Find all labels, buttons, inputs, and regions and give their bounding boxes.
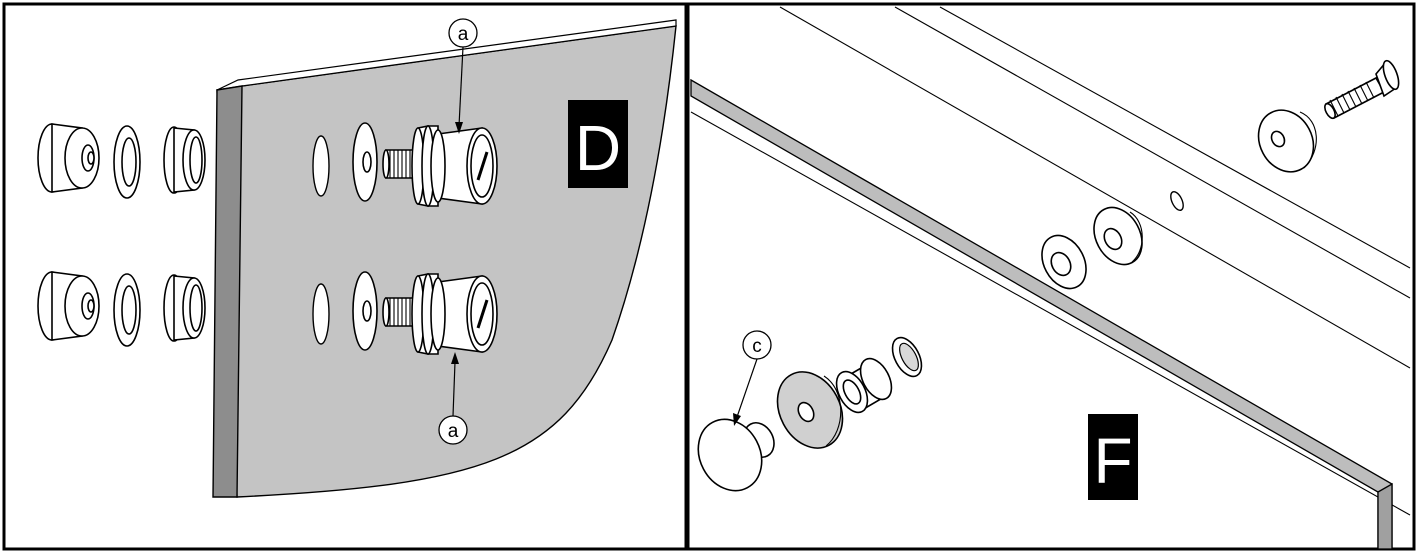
glass-panel — [212, 19, 677, 498]
washer-top-right — [352, 122, 378, 202]
washer-center-left — [1041, 234, 1087, 290]
sleeve-top-left — [163, 126, 206, 194]
callout-a-top-label: a — [458, 24, 469, 45]
callout-c: c — [733, 330, 772, 426]
sleeve-lower — [835, 357, 893, 414]
ring-small — [891, 336, 923, 378]
bushing-top-right — [1257, 109, 1317, 173]
washer-bottom-right — [352, 271, 378, 351]
sleeve-bottom-left — [163, 274, 206, 342]
washer-center-right — [1093, 206, 1143, 266]
glass-hole-bottom — [312, 283, 330, 345]
clamp-fitting-top — [382, 125, 498, 207]
gasket-lower — [776, 371, 844, 449]
step-badge-d: D — [568, 100, 628, 188]
glass-edge — [690, 78, 1393, 550]
callout-a-bottom-label: a — [448, 421, 459, 442]
glass-hole-top — [312, 135, 330, 197]
countersunk-bolt — [1324, 59, 1400, 120]
step-letter-d: D — [575, 112, 621, 184]
frame-rail — [690, 6, 1411, 516]
step-badge-f: F — [1088, 414, 1138, 500]
clamp-fitting-bottom — [382, 273, 498, 355]
cover-cap — [697, 418, 775, 492]
washer-top-left — [113, 125, 141, 199]
callout-c-label: c — [752, 336, 762, 357]
washer-bottom-left — [113, 273, 141, 347]
step-letter-f: F — [1093, 425, 1132, 497]
callout-a-bottom: a — [438, 352, 468, 445]
spacer-cap-bottom-left — [37, 271, 100, 341]
panel-f: c F — [686, 2, 1416, 551]
callout-a-top: a — [448, 18, 478, 134]
panel-d: a a D — [2, 2, 688, 551]
spacer-cap-top-left — [37, 123, 100, 193]
rail-hole — [1170, 190, 1184, 212]
